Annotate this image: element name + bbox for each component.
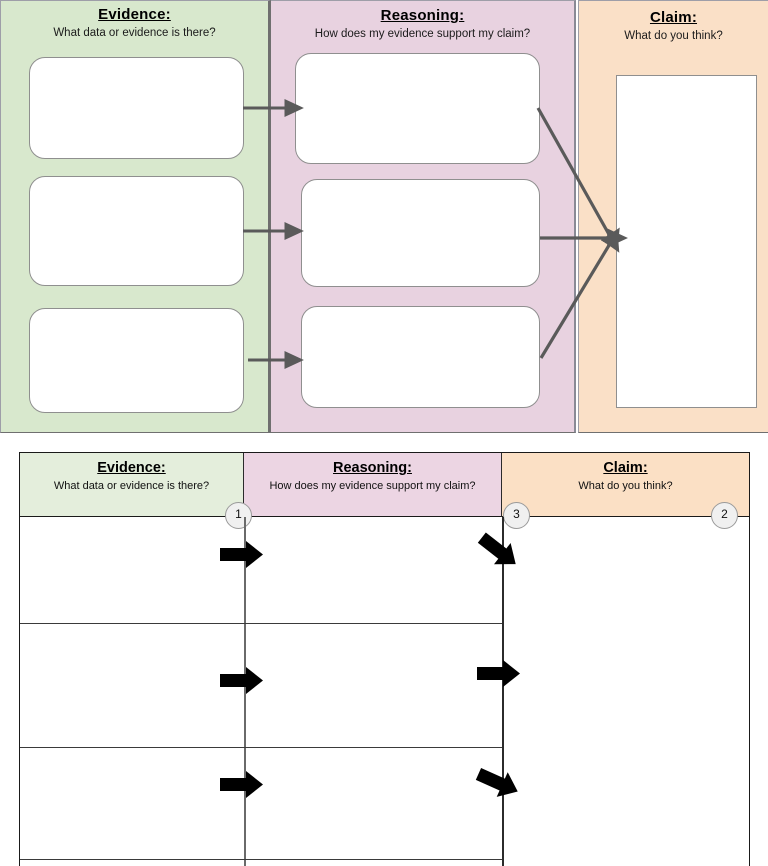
evidence-input-box-3[interactable] — [29, 308, 244, 413]
table-cell-evidence-1[interactable] — [20, 518, 244, 623]
table-header-reasoning: Reasoning: How does my evidence support … — [244, 453, 502, 517]
diagram-evidence-title: Evidence: — [98, 6, 171, 23]
reasoning-input-box-1[interactable] — [295, 53, 540, 164]
table-cell-reasoning-2[interactable] — [246, 624, 502, 747]
step-badge-reasoning: 3 — [503, 502, 530, 529]
table-header-evidence: Evidence: What data or evidence is there… — [20, 453, 244, 517]
table-evidence-title: Evidence: — [97, 460, 166, 476]
claim-input-box[interactable] — [616, 75, 757, 408]
table-row-divider-3 — [20, 859, 502, 861]
diagram-column-claim: Claim: What do you think? — [578, 0, 768, 433]
table-evidence-subtitle: What data or evidence is there? — [53, 480, 210, 492]
reasoning-input-box-2[interactable] — [301, 179, 540, 287]
table-cell-claim[interactable] — [504, 518, 749, 866]
diagram-column-evidence: Evidence: What data or evidence is there… — [0, 0, 271, 433]
step-badge-evidence: 1 — [225, 502, 252, 529]
table-header-claim: Claim: What do you think? — [502, 453, 749, 517]
table-column-divider-2 — [502, 517, 504, 866]
evidence-input-box-2[interactable] — [29, 176, 244, 286]
bottom-table-section: Evidence: What data or evidence is there… — [19, 452, 750, 866]
table-reasoning-title: Reasoning: — [333, 460, 412, 476]
diagram-claim-title: Claim: — [649, 9, 698, 26]
step-badge-claim: 2 — [711, 502, 738, 529]
diagram-reasoning-title: Reasoning: — [380, 7, 465, 24]
reasoning-input-box-3[interactable] — [301, 306, 540, 408]
diagram-claim-subtitle: What do you think? — [624, 30, 723, 42]
table-claim-title: Claim: — [603, 460, 648, 476]
evidence-input-box-1[interactable] — [29, 57, 244, 159]
table-reasoning-subtitle: How does my evidence support my claim? — [269, 480, 476, 492]
table-cell-evidence-2[interactable] — [20, 624, 244, 747]
table-cell-reasoning-1[interactable] — [246, 518, 502, 623]
table-row-divider-2 — [20, 747, 502, 749]
table-cell-evidence-4[interactable] — [20, 860, 244, 866]
table-cell-evidence-3[interactable] — [20, 748, 244, 859]
diagram-evidence-subtitle: What data or evidence is there? — [53, 27, 216, 39]
table-cell-reasoning-3[interactable] — [246, 748, 502, 859]
table-row-divider-1 — [20, 623, 502, 625]
table-claim-subtitle: What do you think? — [578, 480, 673, 492]
top-diagram-section: Evidence: What data or evidence is there… — [0, 0, 768, 433]
diagram-column-reasoning: Reasoning: How does my evidence support … — [271, 0, 576, 433]
diagram-reasoning-subtitle: How does my evidence support my claim? — [314, 28, 531, 40]
